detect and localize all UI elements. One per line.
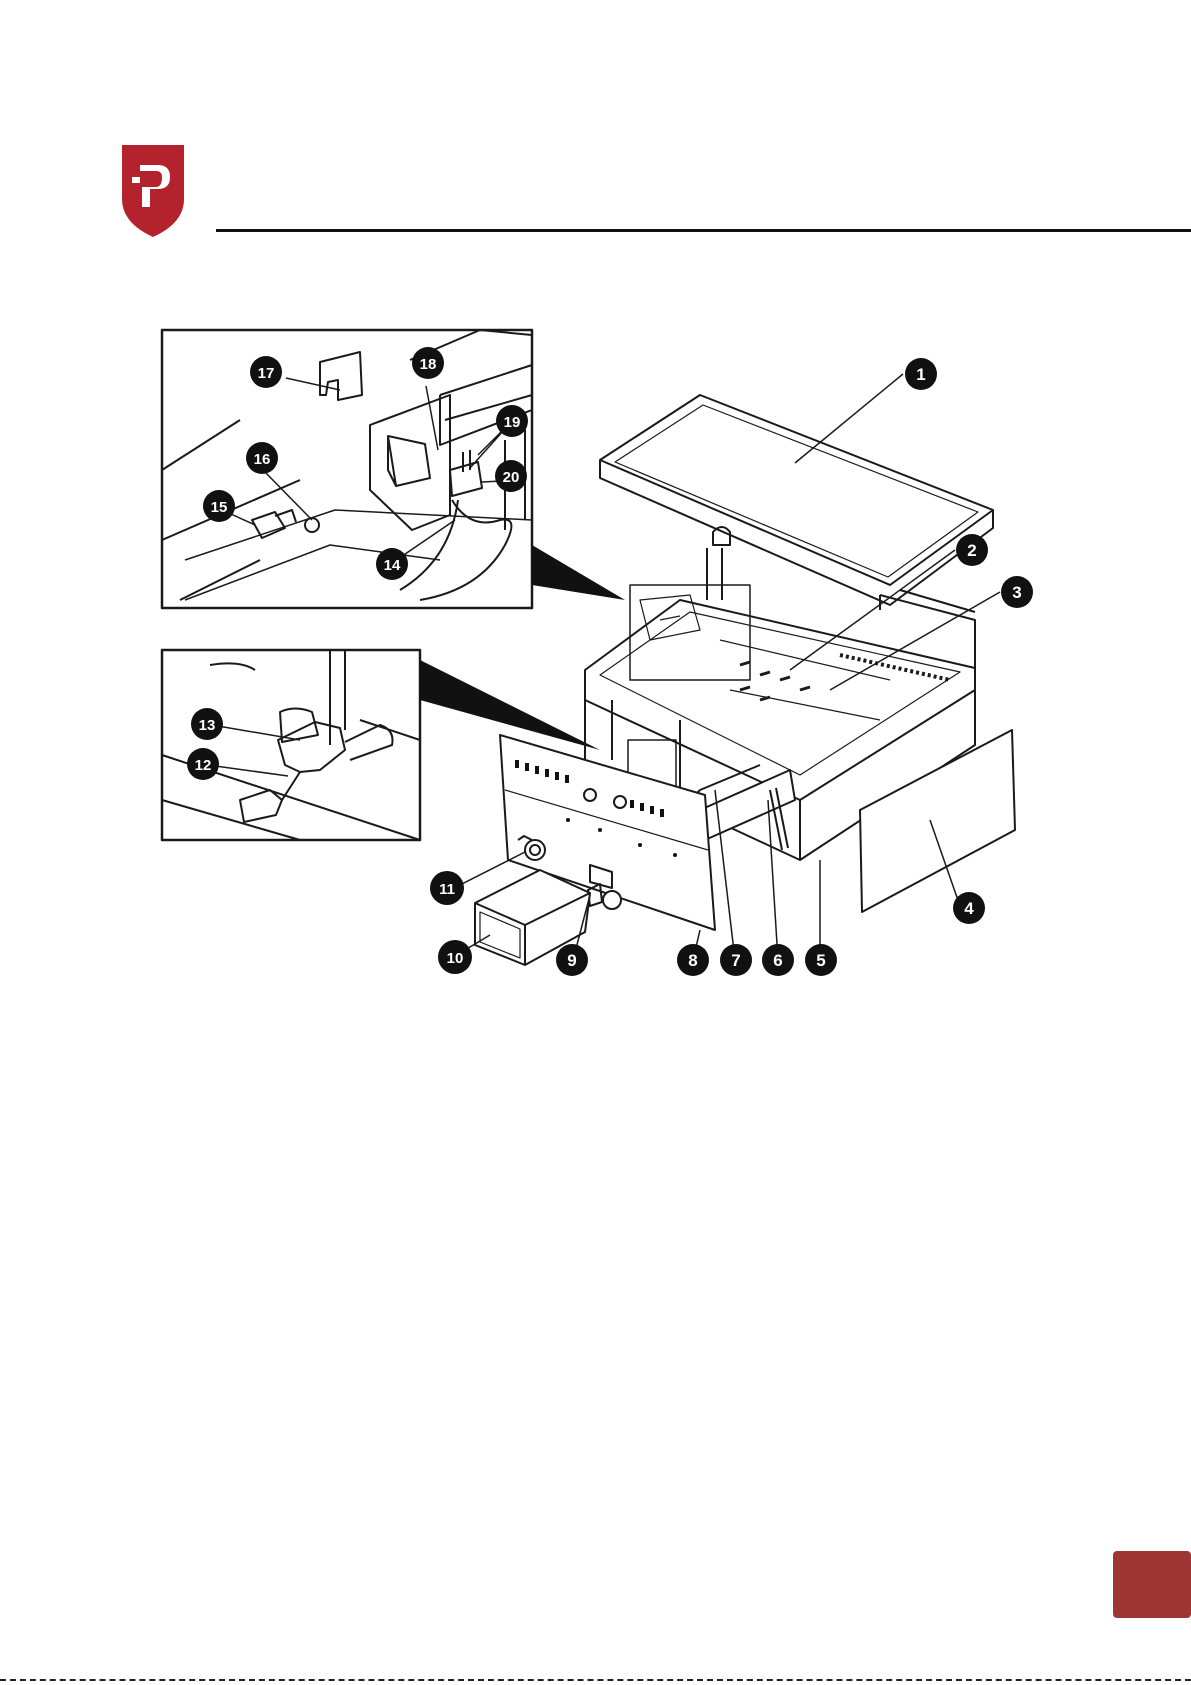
control-knob-right bbox=[603, 891, 621, 909]
bottom-rule bbox=[0, 1679, 1191, 1681]
svg-text:16: 16 bbox=[254, 451, 271, 468]
svg-text:6: 6 bbox=[773, 951, 782, 970]
svg-text:2: 2 bbox=[967, 541, 976, 560]
callout-8: 8 bbox=[677, 944, 709, 976]
callout-17: 17 bbox=[250, 356, 282, 388]
callout-15: 15 bbox=[203, 490, 235, 522]
griddle-plate bbox=[600, 395, 993, 585]
svg-text:3: 3 bbox=[1012, 583, 1021, 602]
svg-text:19: 19 bbox=[504, 414, 521, 431]
svg-text:4: 4 bbox=[964, 899, 974, 918]
side-panel bbox=[860, 730, 1015, 912]
callout-18: 18 bbox=[412, 347, 444, 379]
svg-text:9: 9 bbox=[567, 951, 576, 970]
control-knob-left bbox=[525, 840, 545, 860]
svg-text:8: 8 bbox=[688, 951, 697, 970]
svg-text:13: 13 bbox=[199, 717, 216, 734]
svg-text:20: 20 bbox=[503, 469, 520, 486]
callout-3: 3 bbox=[1001, 576, 1033, 608]
svg-text:12: 12 bbox=[195, 757, 212, 774]
svg-text:11: 11 bbox=[439, 881, 455, 898]
callout-14: 14 bbox=[376, 548, 408, 580]
callout-5: 5 bbox=[805, 944, 837, 976]
svg-text:15: 15 bbox=[211, 499, 228, 516]
svg-text:17: 17 bbox=[258, 365, 275, 382]
callout-19: 19 bbox=[496, 405, 528, 437]
page-corner-tab bbox=[1113, 1551, 1191, 1618]
callout-12: 12 bbox=[187, 748, 219, 780]
callout-10: 10 bbox=[438, 940, 472, 974]
svg-text:10: 10 bbox=[447, 950, 464, 967]
callout-11: 11 bbox=[430, 871, 464, 905]
callout-16: 16 bbox=[246, 442, 278, 474]
svg-text:5: 5 bbox=[816, 951, 825, 970]
svg-text:14: 14 bbox=[384, 557, 401, 574]
svg-text:1: 1 bbox=[916, 365, 925, 384]
callout-4: 4 bbox=[953, 892, 985, 924]
detail-inset-burner-valve bbox=[162, 330, 532, 608]
callout-7: 7 bbox=[720, 944, 752, 976]
callout-1: 1 bbox=[905, 358, 937, 390]
callout-6: 6 bbox=[762, 944, 794, 976]
exploded-view-diagram: 1 2 3 4 5 6 7 8 9 10 11 12 13 14 15 16 1… bbox=[0, 0, 1191, 1000]
svg-text:7: 7 bbox=[731, 951, 740, 970]
callout-20: 20 bbox=[495, 460, 527, 492]
svg-text:18: 18 bbox=[420, 356, 437, 373]
callout-13: 13 bbox=[191, 708, 223, 740]
callout-9: 9 bbox=[556, 944, 588, 976]
callout-2: 2 bbox=[956, 534, 988, 566]
